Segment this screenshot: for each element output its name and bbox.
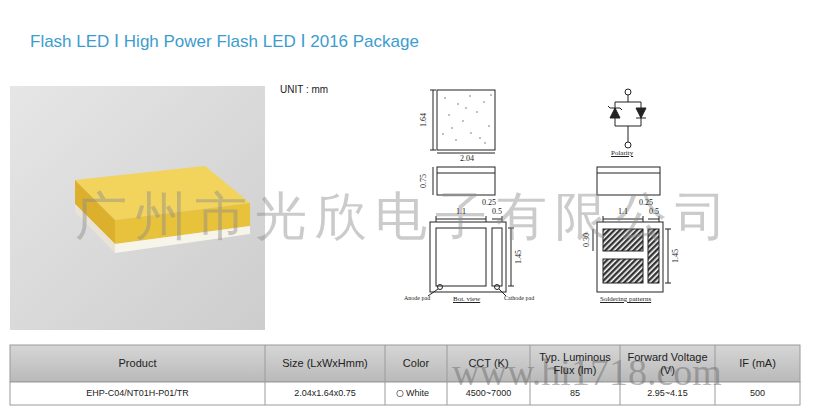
table-cell: EHP-C04/NT01H-P01/TR [10, 382, 265, 405]
view-label: Soldering patterns [600, 296, 651, 304]
table-header: Size (LxWxHmm) [265, 345, 385, 382]
view-label: Bot. view [453, 296, 480, 304]
table-cell: 85 [530, 382, 620, 405]
dimension: 0.75 [420, 174, 429, 188]
unit-note: UNIT : mm [280, 84, 328, 95]
table-cell: 2.95~4.15 [620, 382, 715, 405]
table-header: IF (mA) [715, 345, 800, 382]
table-header: CCT (K) [447, 345, 530, 382]
dimension: 1.64 [420, 113, 429, 127]
pad-label: Cathode pad [504, 295, 534, 302]
table-header: Forward Voltage (V) [622, 345, 713, 382]
dimension: 0.25 [479, 199, 499, 208]
top-view [430, 90, 495, 153]
page-title: Flash LED Ⅰ High Power Flash LED Ⅰ 2016 … [30, 33, 419, 52]
dimension: 0.5 [646, 208, 662, 217]
table-header: Color [385, 345, 447, 382]
polarity-symbol [608, 89, 646, 148]
dimension: 1.1 [451, 208, 471, 217]
bottom-view [428, 216, 514, 296]
dimension: 1.45 [672, 249, 681, 263]
dimension: 1.45 [515, 250, 524, 264]
table-header: Product [10, 345, 265, 382]
view-label: Polarity [611, 150, 633, 158]
table-cell: 2.04x1.64x0.75 [265, 382, 385, 405]
soldering-pattern [593, 216, 671, 292]
table-cell: 4500~7000 [447, 382, 530, 405]
dimension: 2.04 [452, 155, 482, 164]
table-cell: 500 [715, 382, 800, 405]
dimension: 1.1 [613, 208, 633, 217]
side-view [433, 167, 660, 195]
pad-label: Anode pad [404, 295, 430, 302]
dimension: 0.25 [636, 199, 656, 208]
led-photo [10, 86, 265, 330]
table-cell: White [406, 382, 446, 405]
dimension: 0.5 [489, 208, 505, 217]
dimension: 0.30 [583, 233, 592, 247]
table-header: Typ. Luminous Flux (lm) [532, 345, 618, 382]
watermark: 广州市光欣电子有限公司 [75, 188, 735, 245]
spec-table [10, 345, 800, 405]
